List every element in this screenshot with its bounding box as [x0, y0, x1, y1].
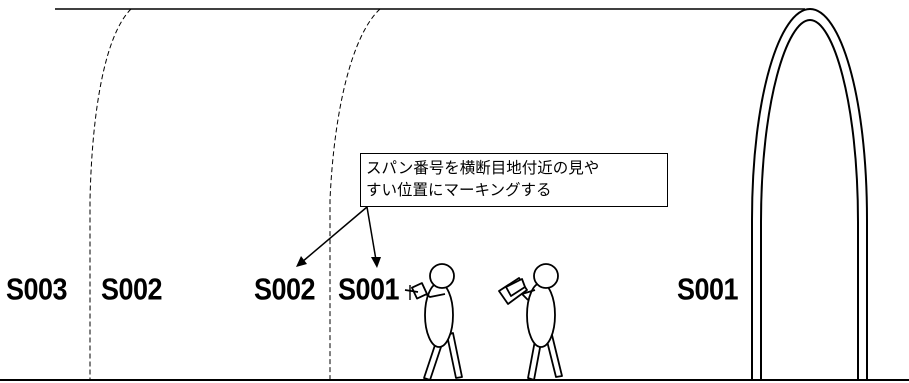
tunnel-portal-inner — [760, 18, 859, 380]
callout-line-2: すい位置にマーキングする — [366, 181, 552, 199]
callout-line-1: スパン番号を横断目地付近の見や — [366, 159, 600, 177]
span-label-s001-marked: S001 — [338, 272, 400, 307]
arrow-head-s001 — [371, 257, 381, 268]
arrow-to-s001 — [366, 206, 377, 261]
span-label-s002: S002 — [101, 272, 163, 307]
person-reading-icon — [498, 263, 563, 381]
span-label-s002-marked: S002 — [254, 272, 316, 307]
tunnel-portal-outer — [751, 7, 868, 380]
arrow-to-s002 — [301, 206, 368, 263]
arrow-head-s002 — [296, 256, 307, 267]
joint-line-right — [329, 8, 381, 380]
person-marking-icon — [404, 263, 463, 381]
marking-instruction-callout: スパン番号を横断目地付近の見や すい位置にマーキングする — [360, 153, 668, 207]
span-label-s001-entrance: S001 — [677, 272, 739, 307]
joint-line-left — [89, 8, 132, 380]
span-label-s003: S003 — [6, 272, 68, 307]
